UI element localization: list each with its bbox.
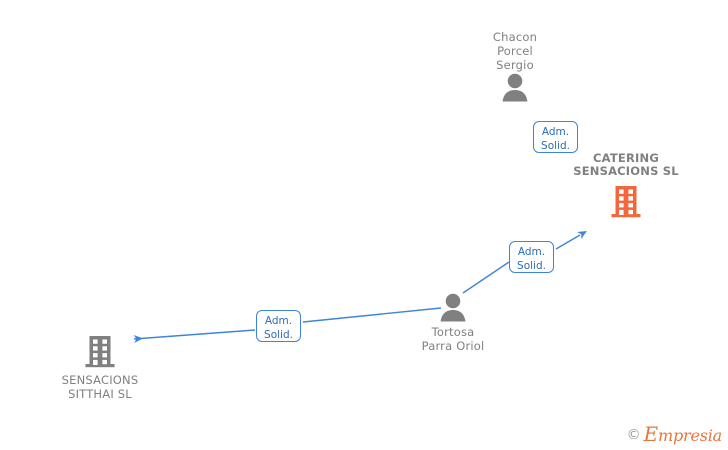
node-person-tortosa-parra-oriol[interactable]: Tortosa Parra Oriol: [388, 292, 518, 353]
edge-label-tortosa-catering[interactable]: Adm. Solid.: [509, 241, 554, 273]
node-person-chacon-porcel-sergio[interactable]: Chacon Porcel Sergio: [450, 30, 580, 102]
brand-initial: E: [643, 422, 659, 446]
node-label: Tortosa Parra Oriol: [421, 325, 485, 353]
node-label: SENSACIONS SITTHAI SL: [61, 373, 139, 401]
node-label: Chacon Porcel Sergio: [492, 30, 538, 72]
edge-label-tortosa-sitthai[interactable]: Adm. Solid.: [256, 310, 301, 342]
building-icon: [611, 186, 641, 218]
watermark: © Empresia: [626, 424, 723, 445]
person-icon: [440, 293, 466, 322]
node-label: CATERING SENSACIONS SL: [573, 151, 679, 178]
brand-rest: mpresia: [658, 426, 722, 445]
brand-name: Empresia: [644, 424, 723, 445]
building-icon: [85, 336, 115, 368]
person-icon: [502, 73, 528, 102]
node-company-catering-sensacions-sl[interactable]: CATERING SENSACIONS SL: [546, 152, 706, 218]
copyright-symbol: ©: [626, 427, 641, 443]
edge-label-chacon-catering[interactable]: Adm. Solid.: [533, 121, 578, 153]
node-company-sensacions-sitthai-sl[interactable]: SENSACIONS SITTHAI SL: [20, 336, 180, 401]
